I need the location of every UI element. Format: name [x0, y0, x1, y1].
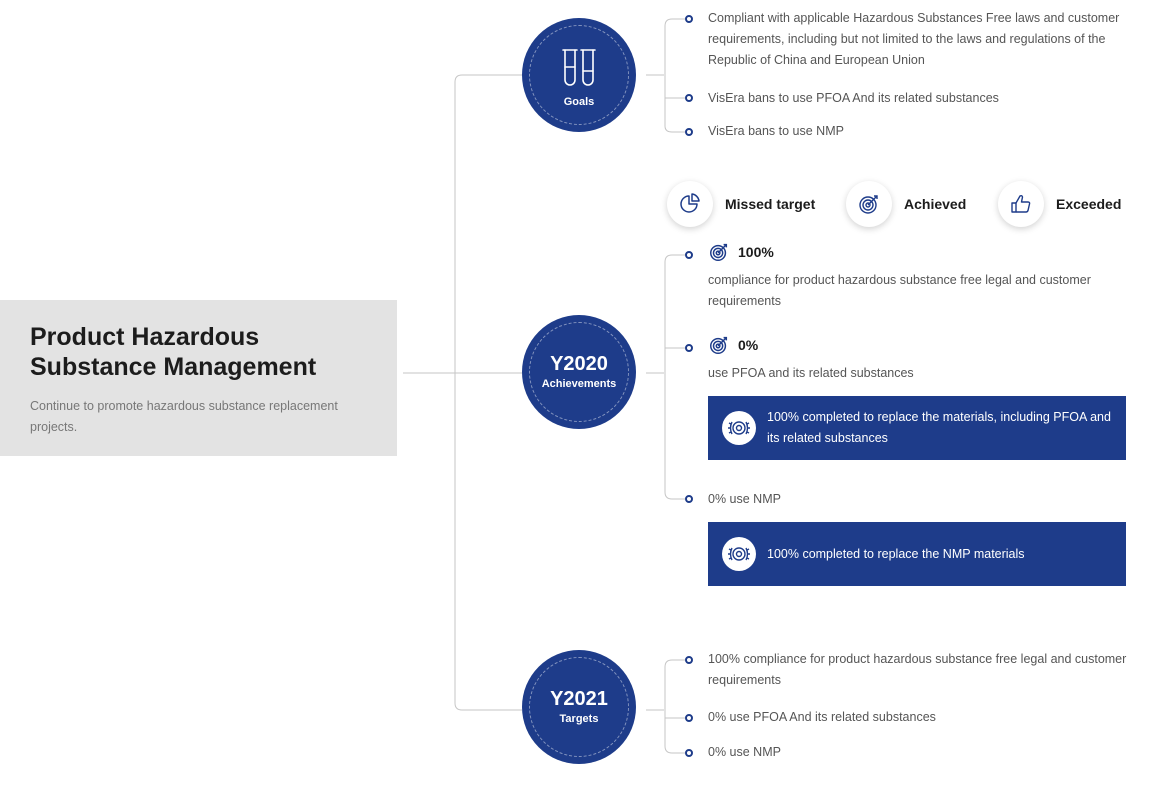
completion-text: 100% completed to replace the materials,…: [767, 410, 1111, 445]
legend-label: Achieved: [904, 196, 967, 212]
target-item: 100% compliance for product hazardous su…: [708, 652, 1127, 687]
bullet-dot: [685, 749, 693, 757]
bullet-dot: [685, 128, 693, 136]
achievement-percent: 100%: [738, 244, 774, 260]
thumbs-up-icon: [1011, 194, 1031, 213]
y2021-year: Y2021: [550, 688, 608, 710]
legend-badge: [998, 181, 1044, 227]
target-icon: [710, 336, 728, 354]
goals-node: Goals: [522, 18, 636, 132]
y2020-label: Achievements: [541, 378, 617, 390]
topic-title: Product Hazardous Substance Management: [30, 322, 367, 382]
bullet-dot: [685, 344, 693, 352]
achievement-0-row: 0%: [708, 334, 758, 356]
goal-item: Compliant with applicable Hazardous Subs…: [708, 11, 1120, 67]
legend-achieved: Achieved: [846, 181, 966, 227]
y2021-node: Y2021 Targets: [522, 650, 636, 764]
bullet-dot: [685, 94, 693, 102]
target-icon: [710, 243, 728, 261]
legend-missed-target: Missed target: [667, 181, 815, 227]
badge-icon-wrap: [722, 411, 756, 445]
topic-subtitle: Continue to promote hazardous substance …: [30, 399, 338, 434]
bullet-dot: [685, 15, 693, 23]
badge-icon-wrap: [722, 537, 756, 571]
achievement-percent: 0%: [738, 337, 759, 353]
topic-title-line1: Product Hazardous: [30, 323, 260, 351]
completion-box: 100% completed to replace the materials,…: [708, 396, 1126, 460]
achievement-100-row: 100%: [708, 241, 774, 263]
y2020-year: Y2020: [550, 353, 608, 375]
award-badge-icon: [728, 421, 750, 435]
test-tubes-icon: [562, 49, 596, 86]
topic-panel: Product Hazardous Substance Management C…: [0, 300, 397, 456]
achievement-text: use PFOA and its related substances: [708, 366, 914, 380]
completion-box: 100% completed to replace the NMP materi…: [708, 522, 1126, 586]
bullet-dot: [685, 251, 693, 259]
goals-label: Goals: [563, 96, 595, 108]
y2021-label: Targets: [559, 713, 599, 725]
goal-item: VisEra bans to use PFOA And its related …: [708, 91, 999, 105]
bullet-dot: [685, 656, 693, 664]
legend-label: Missed target: [725, 196, 816, 212]
achievement-text: 0% use NMP: [708, 492, 781, 506]
legend-label: Exceeded: [1056, 196, 1122, 212]
legend-badge: [667, 181, 713, 227]
legend-badge: [846, 181, 892, 227]
target-item: 0% use NMP: [708, 745, 781, 759]
achievement-text: compliance for product hazardous substan…: [708, 273, 1091, 308]
y2020-node: Y2020 Achievements: [522, 315, 636, 429]
pie-chart-icon: [680, 193, 700, 213]
bullet-dot: [685, 495, 693, 503]
completion-text: 100% completed to replace the NMP materi…: [767, 546, 1025, 561]
goal-item: VisEra bans to use NMP: [708, 124, 844, 138]
legend-exceeded: Exceeded: [998, 181, 1121, 227]
award-badge-icon: [728, 547, 750, 561]
target-item: 0% use PFOA And its related substances: [708, 710, 936, 724]
topic-title-line2: Substance Management: [30, 353, 317, 381]
target-icon: [859, 195, 878, 214]
bullet-dot: [685, 714, 693, 722]
